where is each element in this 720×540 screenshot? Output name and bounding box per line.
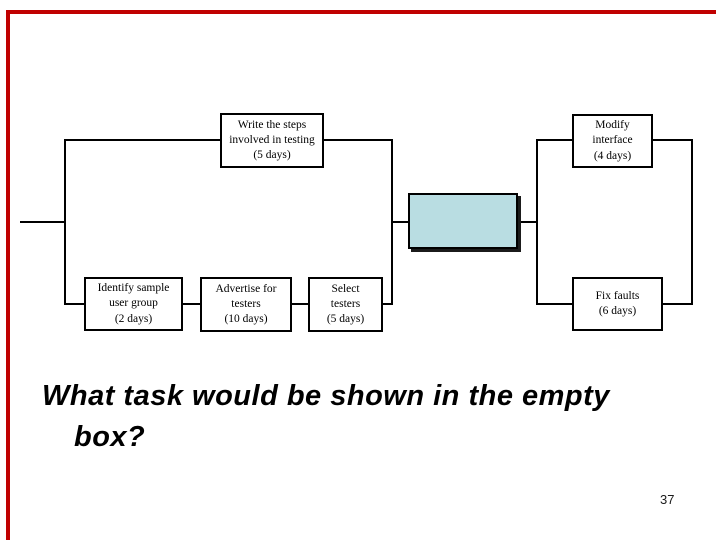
task-label-line: testers bbox=[330, 297, 361, 310]
connector-line bbox=[64, 139, 221, 141]
task-label-line: Write the steps bbox=[237, 118, 307, 131]
task-label-line: user group bbox=[109, 297, 158, 310]
task-duration: (5 days) bbox=[253, 149, 291, 162]
task-label-line: Identify sample bbox=[97, 282, 170, 295]
connector-line bbox=[292, 303, 309, 305]
task-label-line: Modify bbox=[595, 119, 630, 132]
slide-border-top bbox=[6, 10, 716, 14]
question-line-2: box? bbox=[74, 421, 146, 453]
question-line-1: What task would be shown in the empty bbox=[42, 380, 610, 412]
task-duration: (2 days) bbox=[114, 312, 153, 325]
task-duration: (6 days) bbox=[598, 305, 637, 317]
task-duration: (4 days) bbox=[593, 149, 632, 162]
connector-line bbox=[652, 139, 693, 141]
connector-line-start bbox=[20, 221, 65, 223]
connector-line bbox=[536, 303, 573, 305]
connector-line bbox=[536, 139, 538, 305]
connector-line bbox=[518, 221, 537, 223]
connector-line bbox=[536, 139, 573, 141]
connector-line bbox=[64, 139, 66, 305]
task-label-line: involved in testing bbox=[229, 133, 315, 146]
task-duration: (10 days) bbox=[224, 313, 268, 326]
connector-line bbox=[324, 139, 393, 141]
task-label-line: Advertise for bbox=[215, 282, 277, 295]
task-box-identify-sample: Identify sample user group (2 days) bbox=[84, 277, 183, 331]
slide-border-left bbox=[6, 10, 10, 540]
connector-line bbox=[691, 139, 693, 305]
question-text: What task would be shown in the empty bo… bbox=[42, 376, 692, 458]
task-box-fix-faults: Fix faults (6 days) bbox=[572, 277, 663, 331]
task-box-modify-interface: Modify interface (4 days) bbox=[572, 114, 653, 168]
connector-line bbox=[663, 303, 693, 305]
connector-line bbox=[64, 303, 85, 305]
task-label-line: testers bbox=[231, 297, 261, 310]
task-label-line: interface bbox=[592, 134, 633, 147]
task-label-line: Fix faults bbox=[595, 289, 640, 302]
connector-line bbox=[383, 303, 393, 305]
task-box-advertise-testers: Advertise for testers (10 days) bbox=[200, 277, 292, 332]
task-label-line: Select bbox=[331, 282, 360, 295]
empty-task-box bbox=[408, 193, 518, 249]
task-duration: (5 days) bbox=[326, 313, 365, 326]
connector-line bbox=[183, 303, 201, 305]
task-box-write-steps: Write the steps involved in testing (5 d… bbox=[220, 113, 324, 168]
connector-line bbox=[391, 221, 408, 223]
page-number: 37 bbox=[660, 492, 675, 507]
task-box-select-testers: Select testers (5 days) bbox=[308, 277, 383, 332]
